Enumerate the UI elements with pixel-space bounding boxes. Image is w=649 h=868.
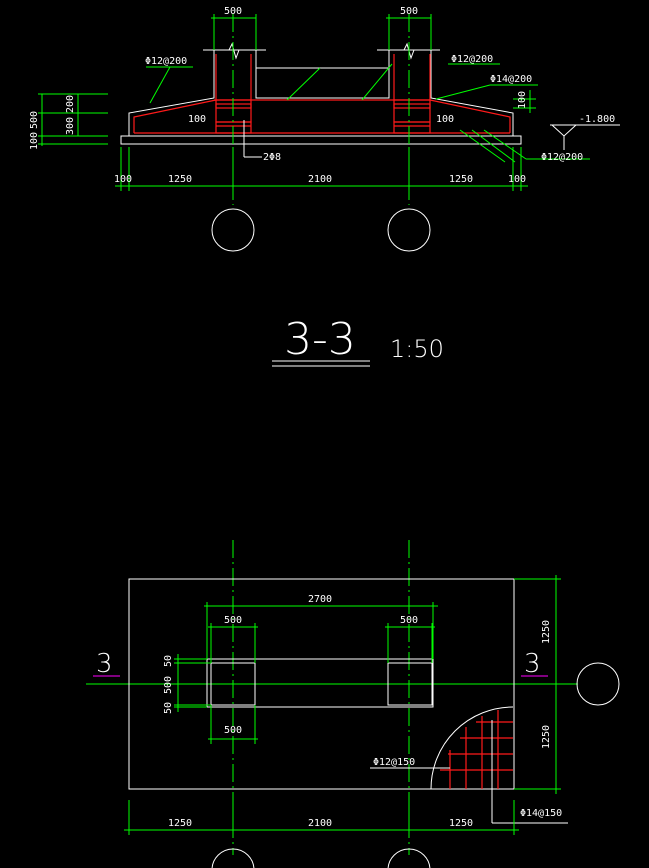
dim-left-200: 200: [65, 95, 76, 113]
dim-right-small: [513, 90, 536, 113]
label-beam-bars: 2Φ8: [263, 152, 281, 163]
plan-rebar-mesh: [370, 706, 568, 824]
leader-top-right-diag-1: [361, 63, 393, 101]
plan-axis-bubble-bottom-right: [387, 848, 431, 868]
plan-mesh-x-label: Φ12@150: [373, 757, 415, 768]
plan-dim-2700-text: 2700: [308, 594, 332, 605]
axis-bubble-right: [387, 208, 431, 252]
stirrup-right-inner: [393, 103, 431, 109]
dim-bottom-1250-left: 1250: [168, 174, 192, 185]
dim-left-300: 300: [65, 117, 76, 135]
dim-bottom-chain: [115, 147, 528, 191]
mesh-arc: [430, 706, 514, 790]
leader-top-right-diag-2: [286, 67, 321, 101]
plan-dim-bottom-1250-left: 1250: [168, 818, 192, 829]
section-view: 500 500 500 200 300 100 Φ12@200 Φ12@200 …: [29, 6, 620, 252]
section-title-block: 3-3 1:50: [272, 314, 444, 367]
plan-dim-col-left-text: 500: [224, 615, 242, 626]
section-mark-right: 3: [524, 649, 541, 679]
plan-dim-2700: [204, 602, 438, 659]
plan-dim-left-500: 500: [163, 676, 174, 694]
dim-bottom-100-left: 100: [114, 174, 132, 185]
column-break-left: [203, 42, 266, 60]
stirrup-right-bottom: [393, 121, 431, 134]
plan-column-right: [387, 662, 433, 706]
elevation-text: -1.800: [579, 114, 615, 125]
dim-left-100: 100: [29, 132, 40, 150]
plan-axis-bubble-right: [576, 662, 620, 706]
dim-left-vertical: [38, 93, 108, 146]
dim-right-small-text: 100: [517, 91, 528, 109]
plan-dim-col-bottom: [208, 705, 258, 744]
label-top-left-rebar: Φ12@200: [145, 56, 187, 67]
plan-dim-left-50-top: 50: [163, 655, 174, 667]
rebar-right-slope: [429, 54, 511, 133]
plan-dim-right-vertical: [514, 575, 561, 794]
label-side-right-rebar: Φ14@200: [490, 74, 532, 85]
plan-axis-bubble-bottom-left: [211, 848, 255, 868]
plan-view: Φ12@150 Φ14@150 3 3 2700 500 500 500: [86, 540, 620, 868]
plan-mesh-y-label: Φ14@150: [520, 808, 562, 819]
dim-bottom-2100: 2100: [308, 174, 332, 185]
leader-side-right-diag: [435, 84, 491, 100]
section-title: 3-3: [284, 314, 356, 365]
dim-top-right-text: 500: [400, 6, 418, 17]
leader-bottom-right-d1: [459, 129, 506, 163]
label-cover-right: 100: [436, 114, 454, 125]
plan-dim-col-right: [385, 623, 435, 663]
elevation-triangle: [551, 124, 577, 137]
dim-left-500: 500: [29, 111, 40, 129]
plan-dim-col-left: [208, 623, 258, 663]
plan-dim-bottom-1250-right: 1250: [449, 818, 473, 829]
dim-bottom-100-right: 100: [508, 174, 526, 185]
plan-dim-right-1250-bottom: 1250: [541, 725, 552, 749]
label-cover-left: 100: [188, 114, 206, 125]
leader-top-left-diag: [149, 66, 171, 104]
plan-dim-right-1250-top: 1250: [541, 620, 552, 644]
plan-column-left: [210, 662, 256, 706]
section-scale: 1:50: [390, 335, 444, 363]
plan-dim-bottom-chain: [124, 800, 519, 835]
dim-top-left-text: 500: [224, 6, 242, 17]
plan-dim-bottom-2100: 2100: [308, 818, 332, 829]
plan-dim-col-right-text: 500: [400, 615, 418, 626]
plan-beam: [206, 658, 434, 708]
plan-dim-left-vertical: [174, 654, 211, 712]
footing-outline: [128, 49, 514, 136]
plan-dim-col-bottom-text: 500: [224, 725, 242, 736]
plan-footing-outline: [128, 578, 515, 790]
section-mark-left: 3: [96, 649, 113, 679]
dim-bottom-1250-right: 1250: [449, 174, 473, 185]
rebar-left-slope: [133, 54, 217, 133]
plan-dim-left-50-bottom: 50: [163, 702, 174, 714]
blinding-layer: [120, 135, 522, 145]
label-bottom-right-rebar: Φ12@200: [541, 152, 583, 163]
label-top-right-rebar: Φ12@200: [451, 54, 493, 65]
dim-top-right: [386, 14, 432, 50]
dim-top-left: [211, 14, 257, 50]
leader-bottom-right-d3: [483, 129, 527, 160]
stirrup-right: [393, 99, 431, 123]
axis-bubble-left: [211, 208, 255, 252]
leader-bottom-right-d2: [471, 129, 516, 163]
